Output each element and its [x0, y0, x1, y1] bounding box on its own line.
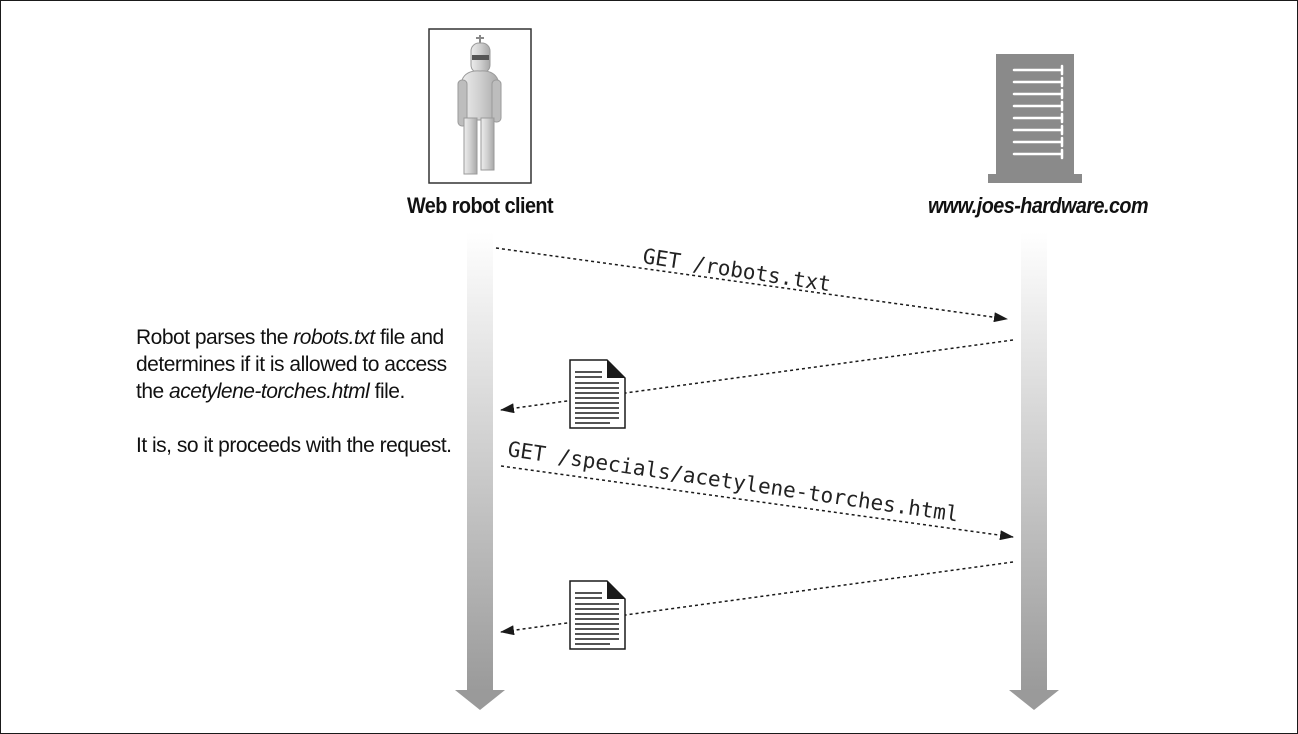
document-icon [569, 359, 626, 429]
document-icon [569, 580, 626, 650]
server-icon [988, 54, 1082, 183]
server-label: www.joes-hardware.com [927, 193, 1149, 218]
request-arrow-1 [495, 247, 1008, 323]
response-arrow-1 [500, 339, 1014, 414]
client-label: Web robot client [406, 193, 554, 218]
server-lifeline [1009, 232, 1059, 710]
annotation-note: Robot parses the robots.txt file and det… [136, 324, 476, 459]
request-arrow-2 [500, 465, 1014, 541]
note-paragraph-2: It is, so it proceeds with the request. [136, 434, 452, 457]
robot-icon [428, 28, 532, 184]
client-lifeline [455, 232, 505, 710]
note-paragraph-1: Robot parses the robots.txt file and det… [136, 326, 447, 403]
response-arrow-2 [500, 561, 1014, 636]
